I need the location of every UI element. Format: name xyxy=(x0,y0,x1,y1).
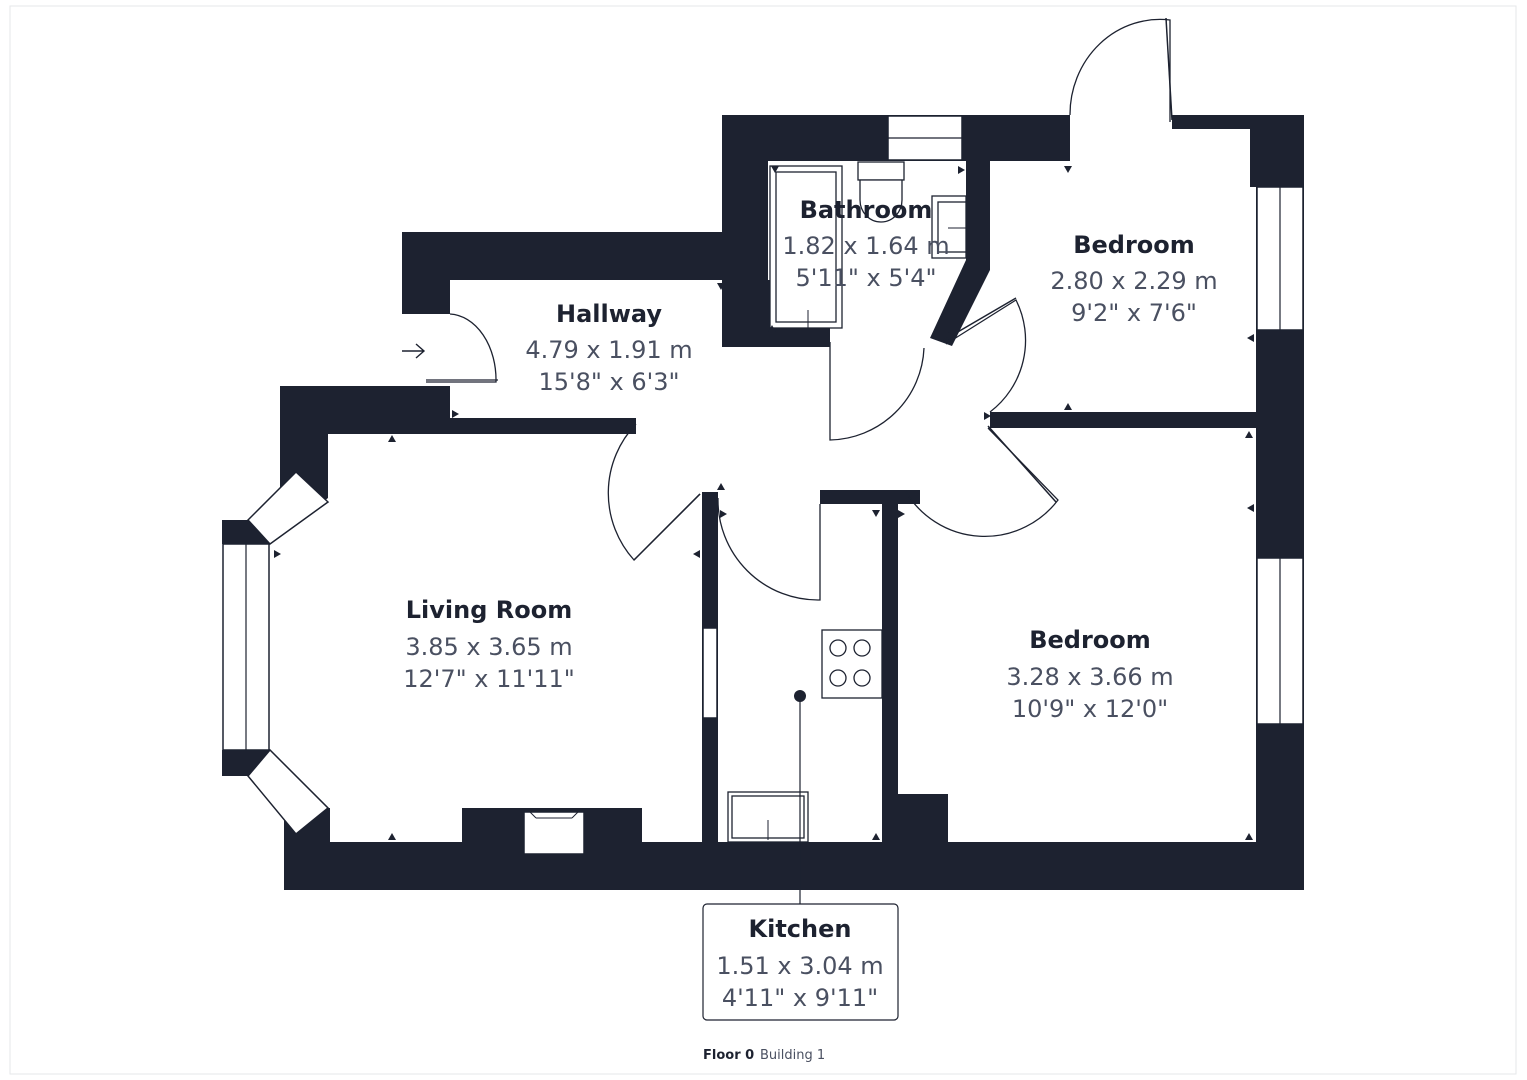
kitchen-imperial: 4'11" x 9'11" xyxy=(722,984,878,1012)
wall-hall-north xyxy=(402,232,768,280)
toilet-bowl xyxy=(859,179,903,223)
footer-floor: Floor 0 xyxy=(703,1048,754,1063)
bedroom2-name: Bedroom xyxy=(1029,626,1151,654)
hob-ring-2 xyxy=(853,639,871,657)
hob xyxy=(821,629,883,699)
living-room-name: Living Room xyxy=(406,596,572,624)
door-bathroom xyxy=(829,342,925,441)
bathroom-metric: 1.82 x 1.64 m xyxy=(782,232,949,260)
door-bedroom1 xyxy=(945,299,1027,413)
hob-ring-1 xyxy=(829,639,847,657)
basin-inner xyxy=(937,201,967,253)
wall-bay-lower-joint xyxy=(296,808,330,842)
wall-ne-corner xyxy=(1250,115,1304,187)
hob-ring-3 xyxy=(829,669,847,687)
wall-hall-west xyxy=(402,232,450,314)
bedroom1-metric: 2.80 x 2.29 m xyxy=(1050,267,1217,295)
dimension-ticks xyxy=(274,166,1254,840)
door-bedroom2 xyxy=(905,427,1059,538)
wall-bedroom-divider xyxy=(990,412,1256,428)
fireplace xyxy=(523,811,585,855)
wall-south xyxy=(284,842,1304,890)
bedroom2-metric: 3.28 x 3.66 m xyxy=(1006,663,1173,691)
door-front xyxy=(426,313,497,383)
living-room-metric: 3.85 x 3.65 m xyxy=(405,633,572,661)
windows xyxy=(222,115,1304,855)
living-room-imperial: 12'7" x 11'11" xyxy=(403,665,575,693)
bedroom1-name: Bedroom xyxy=(1073,231,1195,259)
hallway-metric: 4.79 x 1.91 m xyxy=(525,336,692,364)
wall-hall-south xyxy=(450,418,636,434)
wall-kitchen-east xyxy=(882,490,898,842)
room-labels: Hallway 4.79 x 1.91 m 15'8" x 6'3" Bathr… xyxy=(403,196,1217,1012)
page-border xyxy=(9,5,1517,1075)
kitchen-name: Kitchen xyxy=(749,915,852,943)
window-kitchen-living xyxy=(702,627,718,719)
wall-bath-east xyxy=(930,161,990,346)
door-kitchen xyxy=(717,497,821,601)
kitchen-metric: 1.51 x 3.04 m xyxy=(716,952,883,980)
hob-ring-4 xyxy=(853,669,871,687)
bathroom-imperial: 5'11" x 5'4" xyxy=(795,264,936,292)
wall-kitchen-north xyxy=(820,490,920,504)
door-living xyxy=(607,423,701,561)
doors xyxy=(402,17,1173,601)
hallway-imperial: 15'8" x 6'3" xyxy=(538,368,679,396)
hallway-name: Hallway xyxy=(556,300,662,328)
door-external xyxy=(1069,18,1171,122)
wall-bay-top xyxy=(222,520,270,544)
bathroom-name: Bathroom xyxy=(800,196,933,224)
entrance-arrow-icon xyxy=(402,343,426,359)
fixtures xyxy=(702,161,967,1021)
wall-bay-bottom xyxy=(222,750,270,776)
toilet-cistern xyxy=(857,161,905,181)
bedroom2-imperial: 10'9" x 12'0" xyxy=(1012,695,1168,723)
wall-bedroom2-sw xyxy=(882,794,948,842)
bedroom1-imperial: 9'2" x 7'6" xyxy=(1071,299,1197,327)
window-bay-upper xyxy=(246,470,330,545)
kitchen-callout-box xyxy=(702,903,899,1021)
bathtub-inner xyxy=(775,171,837,323)
window-bay-lower xyxy=(247,748,330,836)
footer-building: Building 1 xyxy=(760,1048,825,1063)
